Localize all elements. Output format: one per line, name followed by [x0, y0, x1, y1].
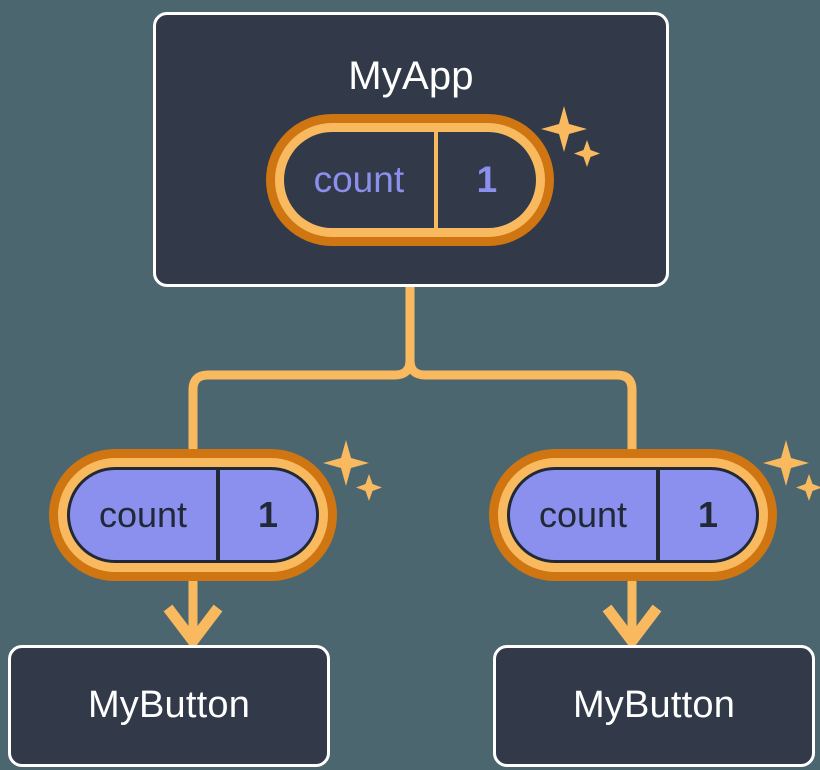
state-key-label: count — [284, 132, 438, 228]
badge-body: count 1 — [67, 467, 319, 563]
child-component-card-right[interactable]: MyButton — [493, 645, 815, 767]
badge-body: count 1 — [507, 467, 759, 563]
state-badge-root[interactable]: count 1 — [266, 114, 554, 246]
state-key-label: count — [70, 470, 221, 560]
badge-body: count 1 — [284, 132, 536, 228]
child-component-title: MyButton — [572, 684, 736, 726]
page-title: MyApp — [348, 54, 474, 98]
state-value-label: 1 — [476, 159, 498, 200]
state-value-label: 1 — [698, 494, 719, 535]
child-component-title: MyButton — [87, 684, 251, 726]
state-badge-right[interactable]: count 1 — [489, 449, 777, 581]
child-component-card-left[interactable]: MyButton — [8, 645, 330, 767]
state-badge-left[interactable]: count 1 — [49, 449, 337, 581]
state-key-label: count — [510, 470, 661, 560]
state-value-label: 1 — [258, 494, 279, 535]
